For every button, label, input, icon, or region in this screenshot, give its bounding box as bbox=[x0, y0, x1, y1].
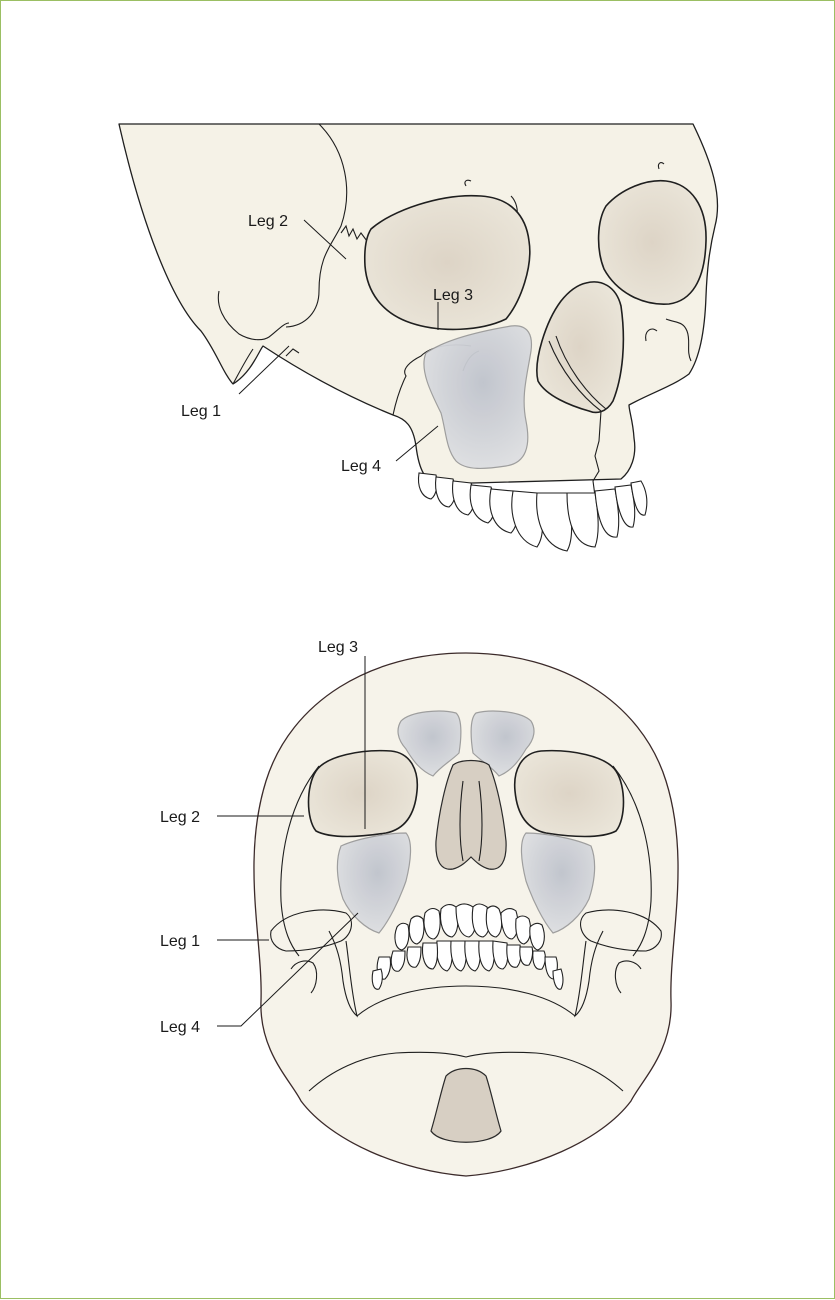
bottom-label-leg2: Leg 2 bbox=[160, 809, 200, 826]
oblique-upper-teeth bbox=[419, 473, 647, 551]
tooth bbox=[409, 916, 424, 944]
frontal-skull-view: Leg 3 Leg 2 Leg 1 Leg 4 bbox=[160, 639, 678, 1176]
tooth bbox=[486, 906, 501, 937]
top-label-leg2: Leg 2 bbox=[248, 213, 288, 230]
top-label-leg1: Leg 1 bbox=[181, 403, 221, 420]
tooth bbox=[372, 969, 382, 989]
frontal-left-orbit bbox=[309, 751, 418, 837]
oblique-skull-view: Leg 2 Leg 3 Leg 1 Leg 4 bbox=[119, 124, 718, 551]
top-label-leg4: Leg 4 bbox=[341, 458, 381, 475]
bottom-label-leg3: Leg 3 bbox=[318, 639, 358, 656]
tooth bbox=[419, 473, 437, 499]
tooth bbox=[537, 493, 572, 551]
tooth bbox=[520, 947, 533, 965]
bottom-label-leg4: Leg 4 bbox=[160, 1019, 200, 1036]
frontal-right-orbit bbox=[515, 751, 624, 837]
tooth bbox=[424, 909, 440, 939]
tooth bbox=[516, 916, 531, 944]
tooth bbox=[533, 951, 546, 969]
oblique-left-orbit bbox=[365, 196, 530, 330]
tooth bbox=[567, 493, 598, 547]
tooth bbox=[395, 923, 409, 950]
bottom-label-leg1: Leg 1 bbox=[160, 933, 200, 950]
top-label-leg3: Leg 3 bbox=[433, 287, 473, 304]
